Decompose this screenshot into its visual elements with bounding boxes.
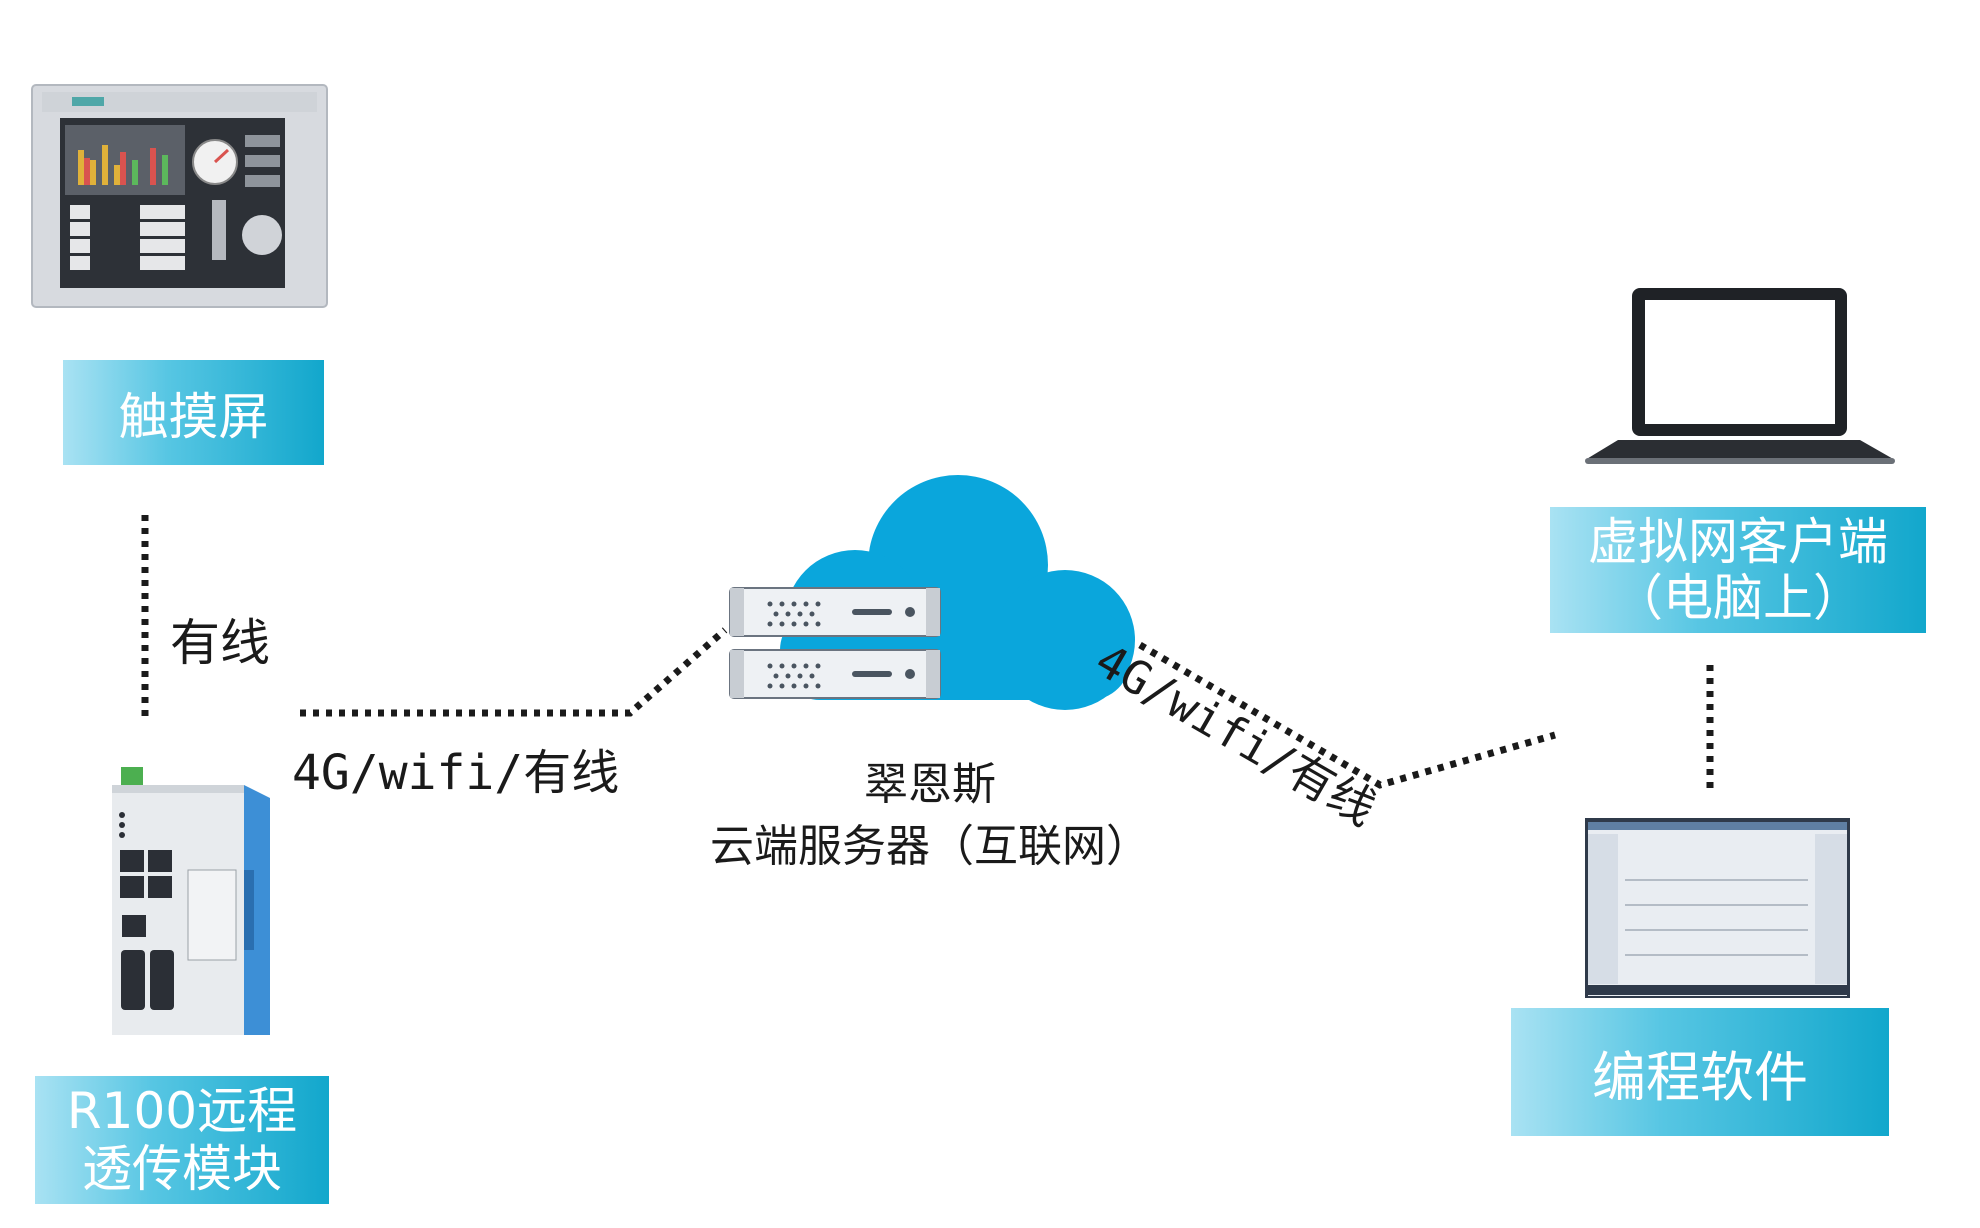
- software-label: 编程软件: [1511, 1008, 1889, 1136]
- client-label-line2: （电脑上）: [1613, 569, 1863, 627]
- cloud-client-link: [1138, 641, 1556, 789]
- r100-cloud-connection-label: 4G/wifi/有线: [292, 745, 620, 801]
- r100-cloud-link: [300, 627, 728, 717]
- server-description: 云端服务器（互联网）: [710, 821, 1150, 872]
- r100-label-line2: 透传模块: [82, 1140, 282, 1198]
- server-name: 翠恩斯: [864, 759, 996, 810]
- hmi-label-text: 触摸屏: [118, 387, 269, 446]
- server-icon: [729, 587, 941, 699]
- software-label-text: 编程软件: [1592, 1045, 1808, 1109]
- r100-device-icon: [112, 767, 270, 1035]
- hmi-device-icon: [31, 84, 328, 308]
- laptop-icon: [1585, 288, 1895, 464]
- hmi-r100-connection-label: 有线: [170, 614, 270, 672]
- client-label: 虚拟网客户端 （电脑上）: [1550, 507, 1926, 633]
- software-screenshot-icon: [1585, 818, 1850, 998]
- r100-label: R100远程 透传模块: [35, 1076, 329, 1204]
- r100-label-line1: R100远程: [66, 1082, 298, 1140]
- hmi-label: 触摸屏: [63, 360, 324, 465]
- client-label-line1: 虚拟网客户端: [1588, 513, 1888, 571]
